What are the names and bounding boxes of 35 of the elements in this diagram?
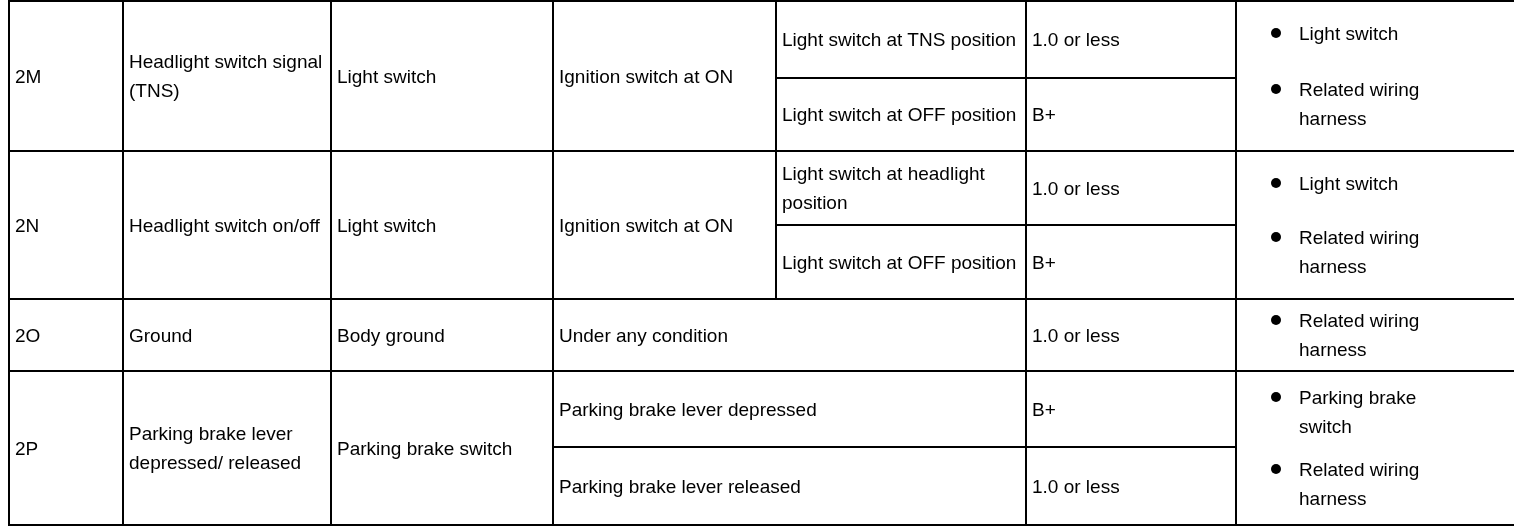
table-cell-text: Headlight switch on/off bbox=[129, 213, 320, 238]
table-cell-text: Under any condition bbox=[559, 323, 728, 348]
table-cell-text: Light switch at headlight position bbox=[782, 162, 986, 215]
table-cell-text: 2N bbox=[15, 213, 40, 238]
bullet-item: Related wiring harness bbox=[1299, 458, 1421, 511]
table-cell-text: Parking brake lever released bbox=[559, 474, 801, 499]
table-cell-text: Parking brake lever depressed/ released bbox=[129, 422, 303, 475]
table-cell-text: Light switch at OFF position bbox=[782, 250, 1017, 275]
table-cell-text: Light switch at OFF position bbox=[782, 103, 1017, 127]
table-cell-text: Parking brake lever depressed bbox=[559, 397, 817, 422]
table-cell-text: Light switch bbox=[337, 64, 437, 89]
table-cell-text: 1.0 or less bbox=[1032, 474, 1120, 499]
bullet-item: Light switch bbox=[1299, 22, 1399, 47]
table-cell-text: B+ bbox=[1032, 103, 1056, 127]
table-cell-text: Light switch at TNS position bbox=[782, 28, 1017, 52]
bullet-item: Parking brake switch bbox=[1299, 386, 1418, 439]
table-cell-text: 2O bbox=[15, 323, 41, 348]
bullet-item: Related wiring harness bbox=[1299, 77, 1421, 131]
table-cell-text: Light switch bbox=[337, 213, 437, 238]
bullet-item: Related wiring harness bbox=[1299, 226, 1421, 280]
table-cell-text: B+ bbox=[1032, 397, 1056, 422]
table-cell-text: 1.0 or less bbox=[1032, 176, 1120, 201]
table-cell-text: Body ground bbox=[337, 323, 445, 348]
table-cell-text: 1.0 or less bbox=[1032, 28, 1120, 52]
bullet-item: Related wiring harness bbox=[1299, 309, 1421, 362]
table-cell-text: B+ bbox=[1032, 250, 1056, 275]
table-cell-text: Ignition switch at ON bbox=[559, 64, 734, 89]
table-cell-text: Parking brake switch bbox=[337, 436, 513, 461]
table-cell-text: Headlight switch signal (TNS) bbox=[129, 50, 324, 103]
bullet-item: Light switch bbox=[1299, 171, 1399, 196]
table-cell-text: 2M bbox=[15, 64, 42, 89]
table-cell-text: 1.0 or less bbox=[1032, 323, 1120, 348]
table-cell-text: Ground bbox=[129, 323, 193, 348]
table-cell-text: 2P bbox=[15, 436, 39, 461]
table-cell-text: Ignition switch at ON bbox=[559, 213, 734, 238]
